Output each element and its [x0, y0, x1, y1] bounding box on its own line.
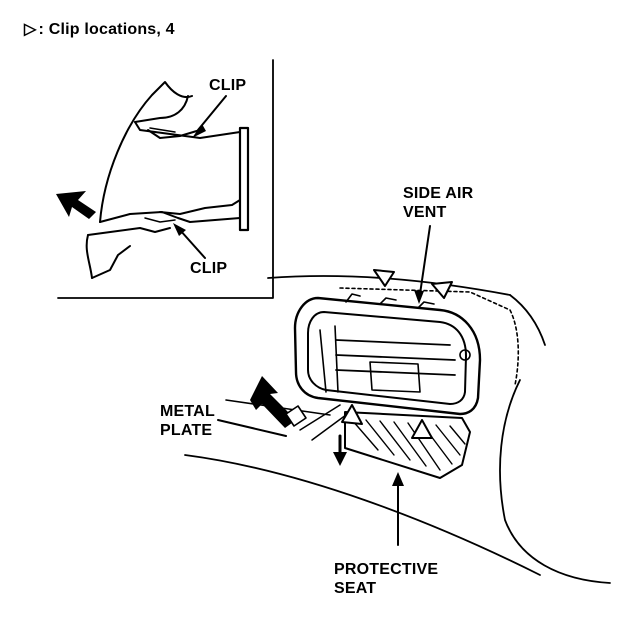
clip-marker-icon	[411, 419, 433, 439]
clip-marker-icon	[373, 269, 395, 287]
clip-cross-section	[85, 81, 250, 279]
clip-locations-text: : Clip locations, 4	[38, 21, 175, 38]
protective-seat	[344, 411, 471, 479]
protective-seat-label: PROTECTIVE SEAT	[334, 560, 438, 598]
clip-label-bottom: CLIP	[190, 260, 228, 277]
removal-direction-arrow-icon	[56, 191, 96, 219]
detail-inset	[57, 59, 274, 299]
dashboard-body	[184, 275, 611, 584]
side-air-vent-label: SIDE AIR VENT	[403, 184, 473, 222]
side-air-vent-label-line2: VENT	[403, 204, 447, 221]
metal-plate-lift-arrow-icon	[250, 376, 307, 428]
clip-leaders	[173, 95, 227, 259]
clip-marker-icon	[341, 404, 363, 425]
label-leaders	[217, 225, 431, 546]
clip-marker-icon	[431, 281, 453, 299]
metal-plate-label-line1: METAL	[160, 403, 215, 420]
clip-locations-legend: ▷: Clip locations, 4	[24, 20, 175, 39]
side-air-vent	[293, 293, 482, 416]
seat-down-arrow-icon	[333, 434, 347, 466]
metal-plate-label-line2: PLATE	[160, 422, 213, 439]
clip-markers	[341, 269, 453, 439]
clip-marker-symbol: ▷	[24, 21, 37, 38]
clip-label-top: CLIP	[209, 77, 247, 94]
protective-seat-label-line1: PROTECTIVE	[334, 561, 439, 578]
metal-plate-label: METAL PLATE	[160, 402, 215, 440]
vent-opening-outline	[339, 287, 520, 386]
side-air-vent-label-line1: SIDE AIR	[403, 185, 474, 202]
protective-seat-label-line2: SEAT	[334, 580, 377, 597]
